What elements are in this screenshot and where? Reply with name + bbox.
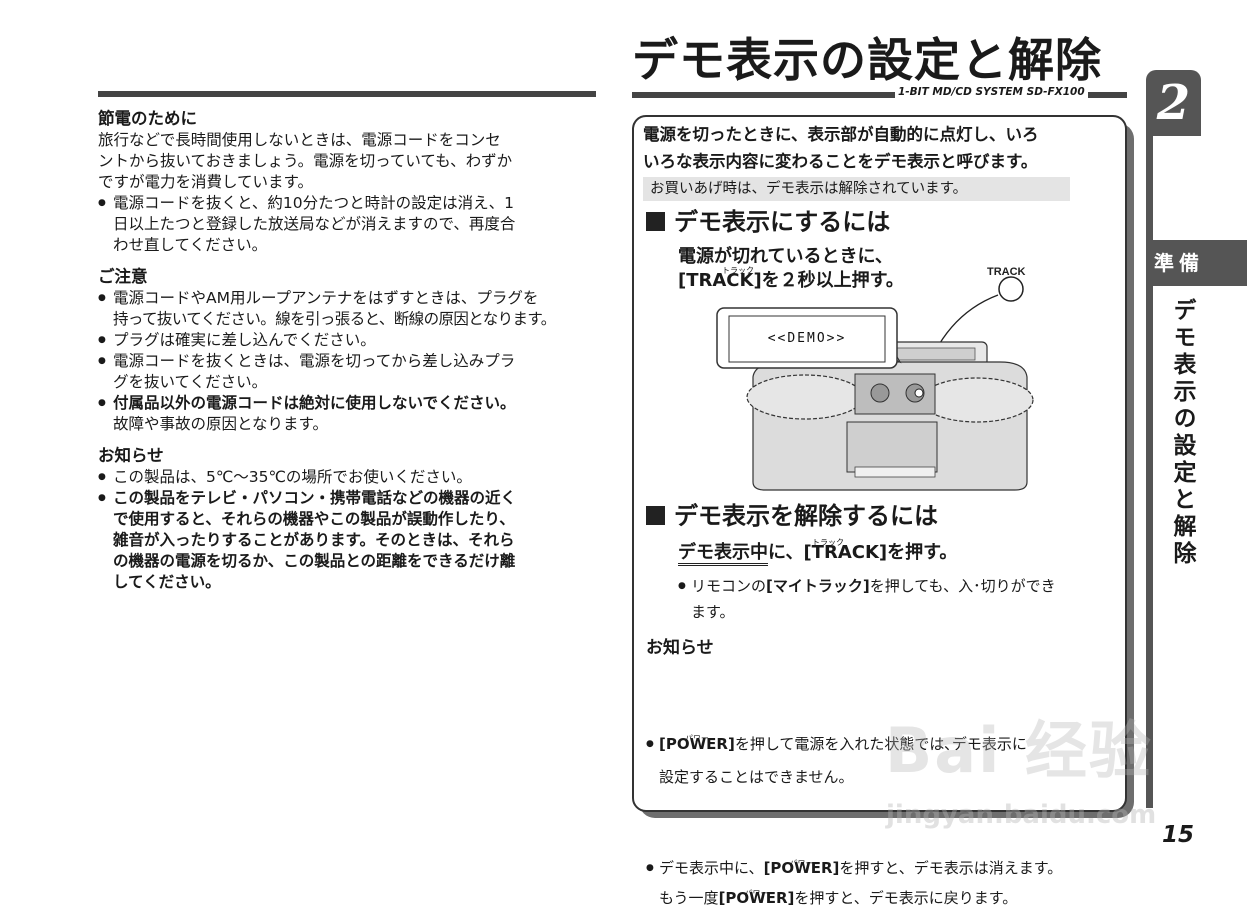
page-title: デモ表示の設定と解除 xyxy=(632,33,1102,87)
set-demo-heading: デモ表示にするには xyxy=(646,206,890,238)
stereo-illustration: TRACK <<DEMO>> xyxy=(716,266,1034,491)
notice-heading-left: お知らせ xyxy=(98,446,164,465)
baidu-watermark-url: jingyan.baidu.com xyxy=(886,800,1157,830)
ruby-track-2: トラック xyxy=(812,538,844,547)
notice-box-bullet-2: デモ表示中に、パワー[POWER]を押すと、デモ表示は消えます。 もう一度パワー… xyxy=(646,853,1134,913)
caution-bullet-2: プラグは確実に差し込んでください。 xyxy=(98,330,598,351)
demo-display-text: <<DEMO>> xyxy=(768,331,847,346)
ruby-power-3: パワー xyxy=(744,889,769,898)
notice-heading-box: お知らせ xyxy=(646,638,714,658)
square-bullet-icon xyxy=(646,212,665,231)
intro-text: 電源を切ったときに、表示部が自動的に点灯し、いろ いろな表示内容に変わることをデ… xyxy=(643,125,1039,171)
track-button-icon xyxy=(998,276,1024,302)
set-instruction: 電源が切れているときに、 トラック[TRACK]を２秒以上押す。 xyxy=(678,246,904,291)
ruby-power-1: パワー xyxy=(684,734,709,743)
notice-box-bullet-1: パワー[POWER]を押して電源を入れた状態では､デモ表示に 設定することはでき… xyxy=(646,728,1134,794)
ruby-power-2: パワー xyxy=(789,859,814,868)
section-tab: 準備 xyxy=(1146,240,1247,286)
notice-bullet-1: この製品は、5℃～35℃の場所でお使いください。 xyxy=(98,467,598,488)
power-saving-text: 旅行などで長時間使用しないときは、電源コードをコンセ ントから抜いておきましょう… xyxy=(98,131,513,191)
cancel-instruction: デモ表示中トラックに、[TRACK]を押す。 xyxy=(678,538,957,566)
title-rule xyxy=(632,92,1127,98)
track-label: TRACK xyxy=(987,266,1026,278)
caution-heading: ご注意 xyxy=(98,267,148,286)
caution-bullet-4: 付属品以外の電源コードは絶対に使用しないでください。 故障や事故の原因となります… xyxy=(98,393,598,435)
chapter-tab-bar xyxy=(1146,136,1153,808)
model-name: 1-BIT MD/CD SYSTEM SD-FX100 xyxy=(895,86,1088,98)
ruby-track: トラック xyxy=(722,266,754,275)
power-saving-bullet: 電源コードを抜くと、約10分たつと時計の設定は消え、1 日以上たつと登録した放送… xyxy=(98,193,598,256)
left-top-rule xyxy=(98,91,596,97)
vertical-section-title: デモ表示の設定と解除 xyxy=(1169,298,1195,568)
caution-bullet-1: 電源コードやAM用ループアンテナをはずすときは、プラグを 持って抜いてください。… xyxy=(98,288,598,330)
caution-bullet-3: 電源コードを抜くときは、電源を切ってから差し込みプラ グを抜いてください。 xyxy=(98,351,598,393)
square-bullet-icon-2 xyxy=(646,506,665,525)
cancel-demo-heading: デモ表示を解除するには xyxy=(646,500,938,532)
chapter-number-tab: 2 xyxy=(1146,70,1201,136)
baidu-watermark: Bai 经验 xyxy=(885,714,1153,787)
factory-note: お買いあげ時は、デモ表示は解除されています。 xyxy=(643,177,1070,201)
page-number: 15 xyxy=(1162,822,1195,848)
cancel-bullet: リモコンの[マイトラック]を押しても、入･切りができ ます。 xyxy=(678,573,1131,625)
notice-bullet-2: この製品をテレビ・パソコン・携帯電話などの機器の近く で使用すると、それらの機器… xyxy=(98,488,598,593)
left-column: 節電のために 旅行などで長時間使用しないときは、電源コードをコンセ ントから抜い… xyxy=(98,108,598,593)
power-saving-heading: 節電のために xyxy=(98,109,197,128)
